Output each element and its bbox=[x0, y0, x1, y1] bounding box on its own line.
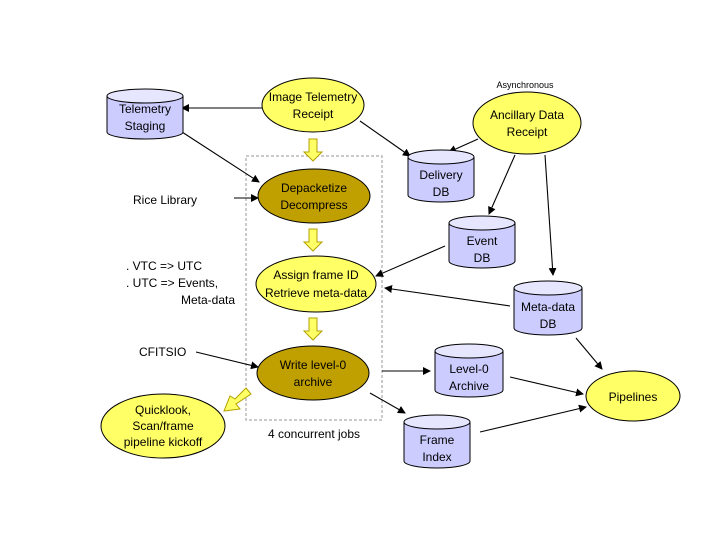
asynchronous-label: Asynchronous bbox=[496, 80, 554, 90]
db-label-line1: Frame bbox=[420, 433, 455, 447]
db-label-line2: Index bbox=[422, 450, 451, 464]
node-label-line1: Write level-0 bbox=[280, 358, 347, 372]
vtc-line3-label: Meta-data bbox=[181, 293, 235, 307]
flow-arrows bbox=[223, 138, 324, 412]
db-label-line1: Delivery bbox=[419, 168, 462, 182]
db-frame-index: Frame Index bbox=[403, 414, 471, 469]
edge-ancillary-to-metadata bbox=[544, 154, 557, 276]
node-image-telemetry-receipt: Image Telemetry Receipt bbox=[261, 77, 365, 133]
edge-ancillary-to-event bbox=[488, 154, 516, 215]
node-label-line2: Scan/frame bbox=[132, 419, 194, 433]
db-level0-archive: Level-0 Archive bbox=[434, 343, 504, 398]
node-quicklook: Quicklook, Scan/frame pipeline kickoff bbox=[100, 393, 226, 459]
vtc-line2-label: . UTC => Events, bbox=[126, 276, 218, 290]
db-label-line1: Telemetry bbox=[119, 102, 171, 116]
vtc-line1-label: . VTC => UTC bbox=[126, 259, 202, 273]
node-label-line3: pipeline kickoff bbox=[124, 435, 203, 449]
node-label-line2: Decompress bbox=[280, 198, 347, 212]
edge-level0-to-pipelines bbox=[509, 376, 584, 397]
db-delivery: Delivery DB bbox=[407, 149, 475, 203]
edge-write-to-frameindex bbox=[369, 392, 406, 414]
db-metadata: Meta-data DB bbox=[513, 280, 583, 336]
node-label-line2: archive bbox=[294, 375, 333, 389]
node-label-line1: Image Telemetry bbox=[269, 90, 357, 104]
node-label-line1: Ancillary Data bbox=[490, 108, 564, 122]
node-label-line1: Pipelines bbox=[609, 390, 658, 404]
edge-staging-to-depacketize bbox=[181, 131, 260, 183]
db-telemetry-staging: Telemetry Staging bbox=[106, 88, 184, 140]
edge-event-to-assign bbox=[375, 245, 446, 277]
rice-library-label: Rice Library bbox=[133, 193, 197, 207]
node-depacketize: Depacketize Decompress bbox=[257, 168, 371, 224]
flow-arrow-quicklook bbox=[223, 387, 252, 412]
cfitsio-label: CFITSIO bbox=[139, 345, 186, 359]
node-assign-frame-id: Assign frame ID Retrieve meta-data bbox=[255, 255, 377, 313]
connectors bbox=[181, 104, 603, 433]
db-label-line1: Event bbox=[467, 234, 498, 248]
db-label-line2: Staging bbox=[125, 119, 166, 133]
db-label-line2: Archive bbox=[449, 379, 489, 393]
node-label-line2: Receipt bbox=[293, 107, 334, 121]
edge-metadata-to-assign bbox=[384, 285, 511, 307]
db-label-line2: DB bbox=[474, 251, 491, 265]
node-label-line1: Quicklook, bbox=[135, 403, 191, 417]
node-pipelines: Pipelines bbox=[585, 370, 681, 422]
db-label-line1: Level-0 bbox=[449, 362, 489, 376]
edge-metadata-to-pipelines bbox=[575, 337, 603, 370]
edge-cfitsio-to-write bbox=[195, 351, 259, 370]
edge-receipt-to-delivery bbox=[359, 120, 411, 157]
node-write-level0: Write level-0 archive bbox=[256, 345, 370, 401]
node-label-line2: Retrieve meta-data bbox=[265, 286, 367, 300]
flow-arrow-2 bbox=[302, 228, 324, 252]
edge-frameindex-to-pipelines bbox=[479, 404, 587, 433]
flow-arrow-3 bbox=[302, 317, 324, 341]
node-label-line2: Receipt bbox=[507, 125, 548, 139]
db-label-line2: DB bbox=[540, 317, 557, 331]
edge-ancillary-to-delivery bbox=[448, 138, 479, 153]
node-ancillary-data-receipt: Ancillary Data Receipt bbox=[472, 91, 582, 155]
concurrent-jobs-label: 4 concurrent jobs bbox=[268, 427, 360, 441]
db-label-line1: Meta-data bbox=[521, 300, 575, 314]
db-label-line2: DB bbox=[433, 185, 450, 199]
db-event: Event DB bbox=[448, 215, 516, 269]
node-label-line1: Assign frame ID bbox=[273, 268, 359, 282]
node-label-line1: Depacketize bbox=[281, 181, 347, 195]
flow-arrow-1 bbox=[302, 138, 324, 162]
